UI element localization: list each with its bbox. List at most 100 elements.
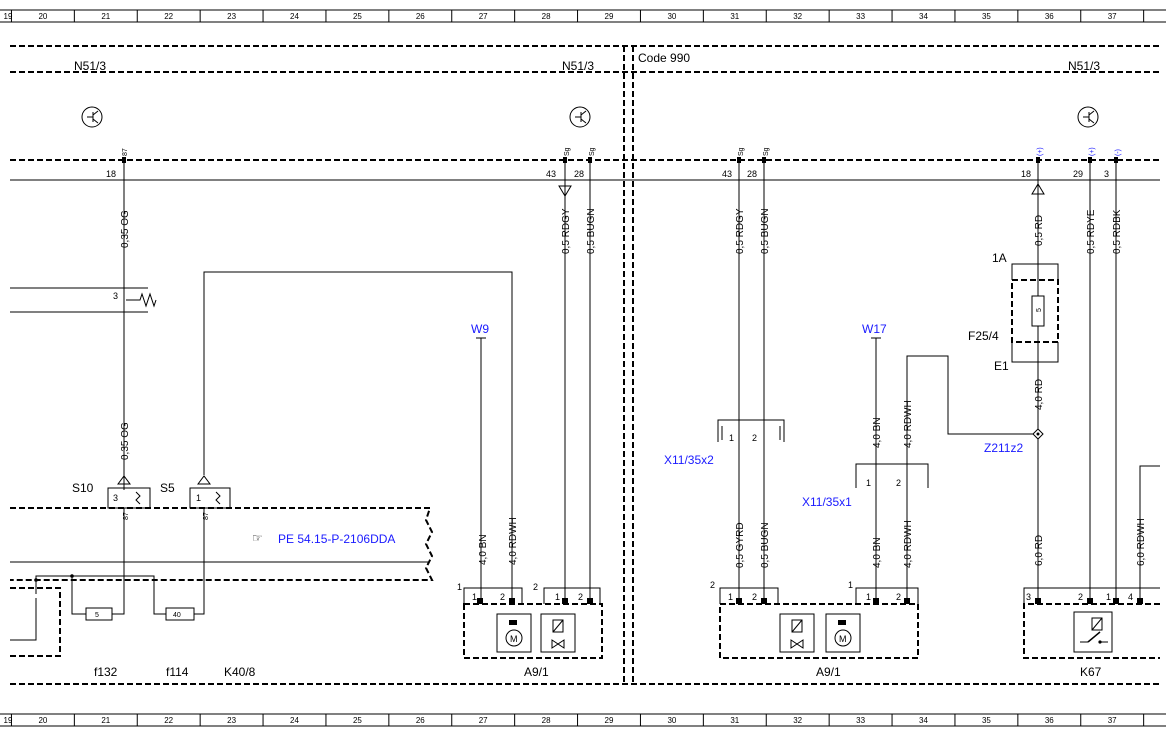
grid-column-number: 33	[856, 716, 865, 725]
pin-number: 28	[574, 169, 584, 179]
component-box-a9-1-left	[463, 603, 603, 659]
svg-text:(-): (-)	[1115, 149, 1122, 156]
svg-text:Sg: Sg	[738, 147, 745, 156]
switch-label-s5: S5	[160, 481, 175, 495]
connector-x11-35x2	[717, 419, 785, 442]
module-label-left: N51/3	[74, 59, 106, 73]
wire-label: 4,0 RDWH	[903, 520, 914, 568]
component-label-a9-1-right: A9/1	[816, 665, 841, 679]
wire-label: 4,0 RD	[1034, 379, 1045, 410]
component-label-k40-8: K40/8	[224, 665, 256, 679]
grid-column-number: 21	[101, 12, 110, 21]
fuse-out-label: E1	[994, 359, 1009, 373]
grid-column-number: 26	[416, 716, 425, 725]
grid-column-number: 28	[542, 716, 551, 725]
svg-text:1: 1	[866, 592, 871, 602]
pin-number: 18	[106, 169, 116, 179]
fuse-label-f114: f114	[166, 665, 189, 679]
svg-text:1: 1	[472, 592, 477, 602]
pin-number: 43	[722, 169, 732, 179]
svg-text:2: 2	[896, 478, 901, 488]
wire-label: 6,0 RDWH	[1136, 518, 1147, 566]
grid-column-number: 29	[605, 12, 614, 21]
svg-text:2: 2	[578, 592, 583, 602]
grid-column-number: 30	[667, 716, 676, 725]
wire-label: 0,5 RDGY	[735, 208, 746, 254]
grid-column-number: 31	[730, 12, 739, 21]
svg-text:2: 2	[533, 582, 538, 592]
svg-text:3: 3	[1026, 592, 1031, 602]
svg-text:1: 1	[728, 592, 733, 602]
grid-column-number: 25	[353, 716, 362, 725]
svg-text:87: 87	[203, 512, 210, 520]
relay-box-k40-8	[10, 507, 434, 581]
splice-icon	[1032, 428, 1044, 440]
grid-column-number: 32	[793, 716, 802, 725]
reference-hand-icon: ☞	[252, 531, 263, 545]
pin-stubs	[477, 598, 1143, 604]
wire-label: 6,0 RD	[1034, 535, 1045, 566]
fuse-bus	[35, 575, 166, 615]
fuse-holder	[1011, 342, 1059, 363]
grid-column-number: 19	[4, 716, 13, 725]
wire-label: 0,5 RDYE	[1086, 209, 1097, 254]
svg-text:1: 1	[848, 580, 853, 590]
pin-number: 3	[113, 291, 118, 301]
grid-column-number: 22	[164, 12, 173, 21]
module-label-right: N51/3	[1068, 59, 1100, 73]
svg-text:5: 5	[1036, 308, 1043, 312]
svg-text:1: 1	[457, 582, 462, 592]
pin-number: 3	[1104, 169, 1109, 179]
grid-column-number: 23	[227, 12, 236, 21]
motor-icon: M	[825, 613, 861, 653]
grid-column-number: 31	[730, 716, 739, 725]
svg-text:2: 2	[752, 433, 757, 443]
fuse-lead	[194, 594, 205, 615]
svg-text:40: 40	[173, 612, 181, 619]
grid-column-number: 32	[793, 12, 802, 21]
pin-tags-top: 87 Sg Sg Sg Sg (+) (+) (-)	[122, 147, 1122, 163]
transistor-icon	[1077, 106, 1099, 128]
wire-label: 0,35 OG	[120, 210, 131, 248]
wire-rdwh-w17	[906, 355, 1038, 598]
grid-column-number: 25	[353, 12, 362, 21]
grid-column-number: 34	[919, 12, 928, 21]
resistor-icon	[126, 292, 157, 308]
fuse-f132	[85, 607, 113, 621]
splice-label-z211z2: Z211z2	[984, 441, 1023, 455]
grid-column-number: 33	[856, 12, 865, 21]
grid-column-number: 24	[290, 12, 299, 21]
grid-column-number: 30	[667, 12, 676, 21]
wire-label: 4,0 RDWH	[508, 517, 519, 565]
connector-housing	[463, 587, 523, 604]
svg-text:87: 87	[122, 148, 129, 156]
pin-number: 43	[546, 169, 556, 179]
grid-column-number: 22	[164, 716, 173, 725]
svg-text:2: 2	[500, 592, 505, 602]
grid-column-number: 37	[1108, 716, 1117, 725]
connector-housing	[1023, 587, 1160, 604]
svg-text:3: 3	[113, 493, 118, 503]
reference-link[interactable]: PE 54.15-P-2106DDA	[278, 532, 395, 546]
grid-column-number: 27	[479, 716, 488, 725]
grid-column-number: 29	[605, 716, 614, 725]
connector-label-x11-35x2: X11/35x2	[664, 453, 714, 467]
svg-text:(+): (+)	[1089, 147, 1096, 156]
wire-label: 4,0 BN	[478, 534, 489, 565]
wire-label: 0,5 BUGN	[760, 522, 771, 568]
svg-text:Sg: Sg	[763, 147, 770, 156]
motor-icon: M	[496, 613, 532, 653]
svg-text:(+): (+)	[1037, 147, 1044, 156]
grid-column-number: 24	[290, 716, 299, 725]
svg-text:2: 2	[710, 580, 715, 590]
grid-column-number: 21	[101, 716, 110, 725]
relay-icon	[1073, 611, 1113, 653]
svg-text:Sg: Sg	[589, 147, 596, 156]
valve-icon	[540, 613, 576, 653]
transistor-icon	[569, 106, 591, 128]
fuse-lead	[112, 594, 125, 615]
grid-column-number: 36	[1045, 12, 1054, 21]
